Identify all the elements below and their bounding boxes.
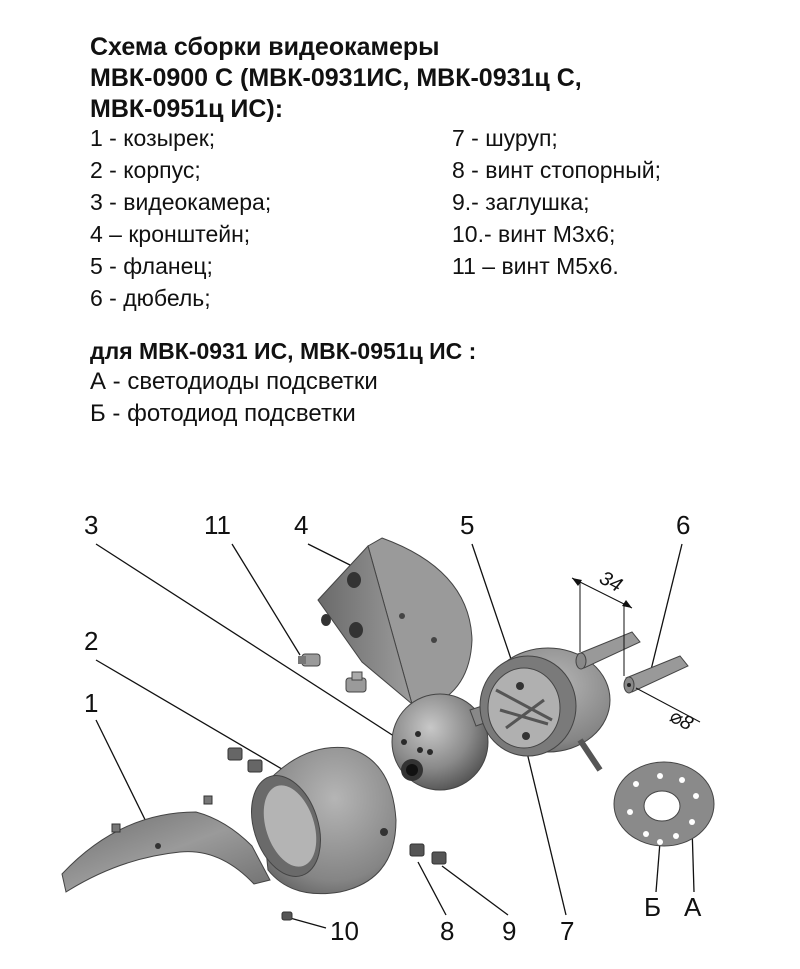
dimension-d8-label: ⌀8 (666, 705, 697, 735)
callout-labels: 3 11 4 5 6 2 1 10 8 9 7 Б А (84, 510, 702, 946)
diagram-title: Схема сборки видеокамеры МВК-0900 С (МВК… (90, 32, 582, 125)
callout-9: 9 (502, 916, 516, 946)
legend-item: 11 – винт М5х6. (452, 253, 619, 279)
callout-5: 5 (460, 510, 474, 540)
callout-10: 10 (330, 916, 359, 946)
callout-6: 6 (676, 510, 690, 540)
leader-line-8 (417, 861, 447, 916)
legend-item: 1 - козырек; (90, 125, 216, 151)
leader-line-9 (441, 865, 509, 916)
leader-lines (95, 543, 695, 929)
screws-part-11 (298, 653, 367, 693)
callout-b: Б (644, 892, 661, 922)
callout-7: 7 (560, 916, 574, 946)
legend-item: 7 - шуруп; (452, 125, 558, 151)
ir-models-list: А - светодиоды подсветки Б - фотодиод по… (90, 366, 378, 430)
ir-models-subtitle: для МВК-0931 ИС, МВК-0951ц ИС : (90, 338, 477, 364)
legend-item: 4 – кронштейн; (90, 221, 251, 247)
leader-line-5 (471, 543, 513, 663)
set-screws-part-8 (227, 747, 425, 857)
callout-3: 3 (84, 510, 98, 540)
legend-item: 10.- винт М3х6; (452, 221, 616, 247)
legend-right-column: 7 - шуруп; 8 - винт стопорный; 9.- заглу… (452, 122, 661, 282)
flange-part-5 (479, 647, 611, 772)
title-line-1: Схема сборки видеокамеры (90, 33, 440, 61)
visor-part-1 (61, 795, 271, 893)
leader-line-6 (647, 543, 683, 683)
legend-item: 6 - дюбель; (90, 285, 211, 311)
sublist-item-a: А - светодиоды подсветки (90, 368, 378, 395)
screw-part-10 (281, 911, 293, 921)
leader-line-2 (95, 659, 305, 783)
leader-line-b (655, 841, 661, 893)
callout-a: А (684, 892, 702, 922)
callout-2: 2 (84, 626, 98, 656)
bracket-part-4 (317, 537, 473, 707)
legend-item: 2 - корпус; (90, 157, 201, 183)
leader-line-11 (231, 543, 301, 656)
leader-line-4 (307, 543, 357, 569)
ir-led-ring (613, 761, 715, 847)
leader-line-7 (523, 739, 567, 916)
callout-11: 11 (204, 510, 231, 540)
leader-line-10 (289, 917, 327, 929)
callout-8: 8 (440, 916, 454, 946)
housing-part-2 (251, 746, 397, 895)
legend-item: 5 - фланец; (90, 253, 213, 279)
legend-item: 3 - видеокамера; (90, 189, 272, 215)
leader-line-3 (95, 543, 401, 741)
legend-item: 8 - винт стопорный; (452, 157, 661, 183)
callout-1: 1 (84, 688, 98, 718)
legend-item: 9.- заглушка; (452, 189, 590, 215)
callout-4: 4 (294, 510, 308, 540)
plug-part-9 (431, 851, 447, 865)
sublist-item-b: Б - фотодиод подсветки (90, 400, 356, 427)
title-line-3: МВК-0951ц ИС): (90, 95, 284, 123)
legend-left-column: 1 - козырек; 2 - корпус; 3 - видеокамера… (90, 122, 271, 314)
title-line-2: МВК-0900 С (МВК-0931ИС, МВК-0931ц С, (90, 64, 582, 92)
